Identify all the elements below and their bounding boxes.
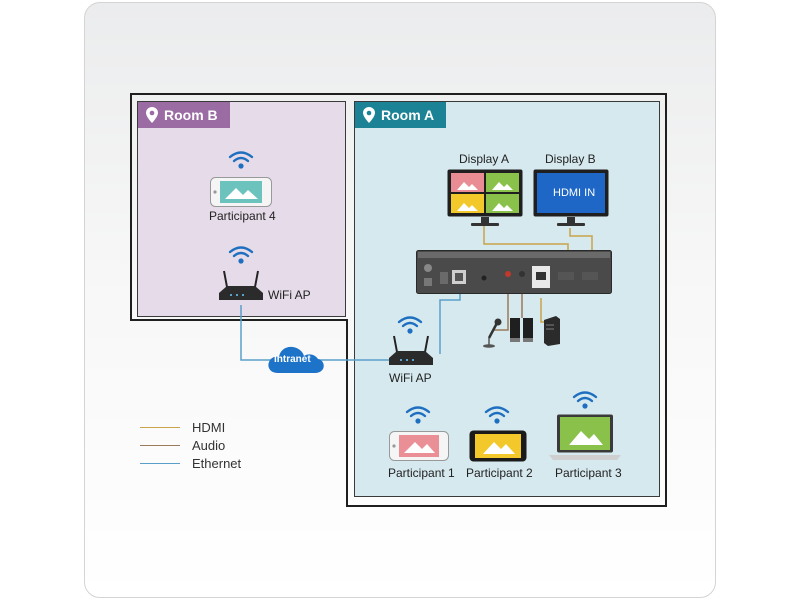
participant-2-label: Participant 2: [466, 466, 533, 480]
phone-icon: [210, 177, 272, 207]
legend-line-hdmi: [140, 427, 180, 428]
router-icon: [389, 335, 433, 365]
laptop-icon: [549, 414, 621, 460]
audio-line-mic: [494, 286, 509, 331]
microphone-icon: [483, 318, 502, 348]
speaker-icon: [510, 318, 533, 342]
participant-3-label: Participant 3: [555, 466, 622, 480]
intranet-label: Intranet: [274, 354, 311, 365]
location-pin-icon: [363, 107, 375, 123]
display-a-label: Display A: [459, 152, 510, 166]
wifi-icon: [484, 406, 510, 424]
presentation-switch: [416, 250, 612, 294]
router-icon: [219, 270, 263, 300]
room-b-area: Room B: [137, 101, 346, 317]
location-pin-icon: [146, 107, 158, 123]
ethernet-line-switch: [439, 284, 461, 354]
legend-audio: Audio: [140, 438, 225, 453]
monitor-icon: [533, 169, 609, 226]
participant-4-label: Participant 4: [209, 209, 276, 223]
wifi-icon: [397, 316, 423, 334]
legend-label-audio: Audio: [192, 438, 226, 453]
cloud-icon: [268, 346, 324, 373]
pc-tower-icon: [544, 316, 560, 346]
hdmi-line-display-b: [569, 228, 593, 262]
legend-label-ethernet: Ethernet: [192, 456, 242, 471]
wifi-icon: [228, 151, 254, 169]
wifi-ap-a-label: WiFi AP: [389, 371, 432, 385]
wifi-icon: [405, 406, 431, 424]
legend-hdmi: HDMI: [140, 420, 225, 435]
wifi-icon: [572, 391, 598, 409]
hdmi-in-label: HDMI IN: [553, 187, 596, 199]
legend-label-hdmi: HDMI: [192, 420, 226, 435]
wifi-ap-b-label: WiFi AP: [268, 288, 311, 302]
room-b-label: Room B: [164, 107, 218, 123]
display-b-label: Display B: [545, 152, 596, 166]
ethernet-line-ap-b: [240, 305, 278, 361]
legend-line-ethernet: [140, 463, 180, 464]
tablet-icon: [469, 430, 527, 462]
legend-ethernet: Ethernet: [140, 456, 241, 471]
wifi-icon: [228, 246, 254, 264]
legend-line-audio: [140, 445, 180, 446]
room-b-tag: Room B: [138, 102, 230, 128]
room-a-label: Room A: [381, 107, 435, 123]
monitor-icon: [447, 169, 523, 226]
participant-1-label: Participant 1: [388, 466, 455, 480]
phone-icon: [389, 431, 449, 461]
room-a-tag: Room A: [355, 102, 447, 128]
